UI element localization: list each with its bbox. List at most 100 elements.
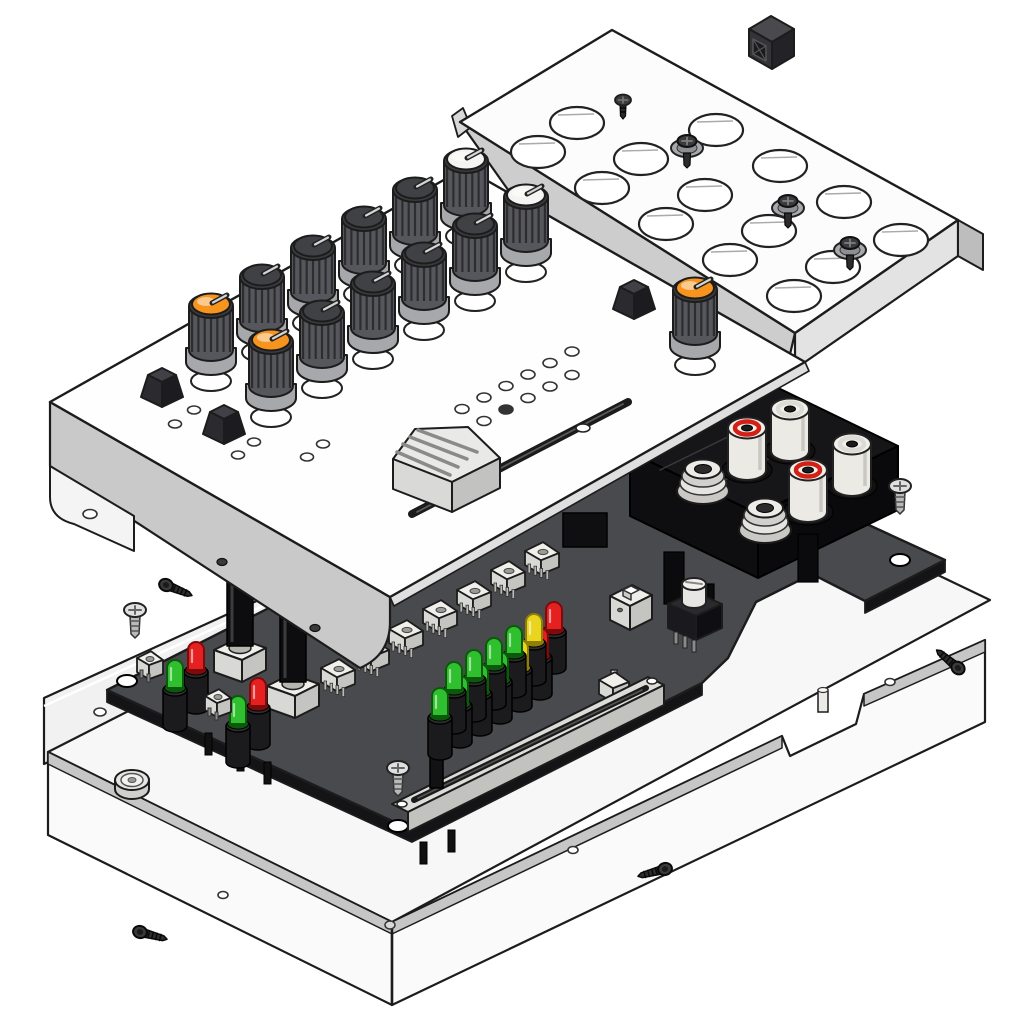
actuator xyxy=(333,665,345,673)
fader-hole xyxy=(646,677,658,685)
plate-flange xyxy=(49,465,135,552)
pin xyxy=(539,568,543,578)
loose-screws-bottom xyxy=(132,649,966,942)
screw-thread xyxy=(392,773,404,797)
rca-body xyxy=(832,443,872,497)
knob-dark xyxy=(347,270,399,370)
crossfader-cap-side xyxy=(451,457,501,513)
button-cap-side xyxy=(622,589,632,601)
rotary-encoder xyxy=(667,577,723,653)
component-pin xyxy=(419,841,428,865)
crossfader xyxy=(392,398,632,518)
line xyxy=(313,236,330,246)
component-pin xyxy=(263,761,272,785)
meter-hole xyxy=(564,346,580,357)
phone-hole xyxy=(756,503,774,513)
line xyxy=(939,651,945,658)
indicator-hole xyxy=(246,437,262,447)
cover-hole xyxy=(573,170,631,206)
fader-hole xyxy=(396,800,408,808)
screw-black xyxy=(637,861,673,879)
meter-hole xyxy=(520,392,536,404)
led-dome xyxy=(166,659,184,689)
standoff-pin xyxy=(817,689,829,713)
knob-orange xyxy=(245,328,297,428)
line xyxy=(154,932,158,941)
hole-chord xyxy=(760,156,798,159)
pcb-mount-hole xyxy=(889,553,911,567)
pin xyxy=(471,607,475,617)
pin xyxy=(437,626,441,636)
line xyxy=(643,870,647,879)
line xyxy=(262,265,279,275)
screw-black xyxy=(158,577,193,598)
led-dome xyxy=(465,649,483,679)
rca-hole xyxy=(741,424,753,432)
cap-ridge xyxy=(408,435,469,461)
pushbutton-switch xyxy=(609,584,653,631)
ellipse xyxy=(954,665,962,671)
pin xyxy=(682,635,688,649)
led-dome xyxy=(431,687,449,717)
line xyxy=(322,301,339,311)
line xyxy=(158,933,162,942)
rca-ring xyxy=(793,461,823,479)
line xyxy=(373,272,390,282)
pin xyxy=(341,687,345,697)
button-right xyxy=(161,374,184,408)
line xyxy=(526,185,543,195)
rca-body xyxy=(770,408,810,462)
component-pin xyxy=(204,732,213,756)
line xyxy=(685,581,703,585)
led-dome xyxy=(525,613,543,643)
led-green xyxy=(162,659,188,733)
knob-orange xyxy=(185,292,237,392)
ellipse xyxy=(162,582,170,588)
pin xyxy=(397,643,401,654)
cap-ridge xyxy=(416,428,479,454)
pin xyxy=(691,639,697,653)
line xyxy=(271,330,288,340)
hole-chord xyxy=(582,178,620,181)
screw-washer xyxy=(833,236,867,271)
panel-switch xyxy=(388,619,424,658)
meter-hole xyxy=(520,369,536,380)
pin xyxy=(511,589,515,599)
hole-chord xyxy=(710,250,748,253)
panel-switch xyxy=(422,599,458,638)
line xyxy=(150,931,155,940)
pin xyxy=(545,570,549,580)
wall-hole xyxy=(884,677,896,687)
line xyxy=(466,149,483,159)
knob-orange xyxy=(669,276,721,376)
meter-hole xyxy=(498,380,514,392)
cap-ridge xyxy=(401,442,460,469)
meter-hole xyxy=(542,381,558,392)
foot-screw xyxy=(127,777,137,783)
panel-switch xyxy=(320,658,356,697)
wall-hole xyxy=(567,845,579,855)
line xyxy=(179,587,184,596)
panel-knobs xyxy=(185,147,721,428)
pin xyxy=(403,646,407,656)
line xyxy=(650,868,655,877)
standoff-top xyxy=(817,686,829,694)
line xyxy=(415,178,432,188)
pin xyxy=(329,682,333,693)
button-right xyxy=(223,411,246,445)
wall-hole xyxy=(93,707,107,717)
phone-jack xyxy=(738,497,792,544)
pin xyxy=(673,631,679,645)
apron-hole xyxy=(309,623,321,633)
plate-apron xyxy=(48,400,392,670)
rca-jack xyxy=(826,432,878,500)
line xyxy=(654,867,658,876)
pin xyxy=(443,628,447,638)
rca-ring xyxy=(732,419,762,437)
indicator-hole xyxy=(186,405,202,415)
pot-side xyxy=(294,683,320,719)
rca-hole xyxy=(802,466,814,474)
pin xyxy=(425,621,429,632)
led-red xyxy=(245,677,271,751)
hole-chord xyxy=(824,192,862,195)
